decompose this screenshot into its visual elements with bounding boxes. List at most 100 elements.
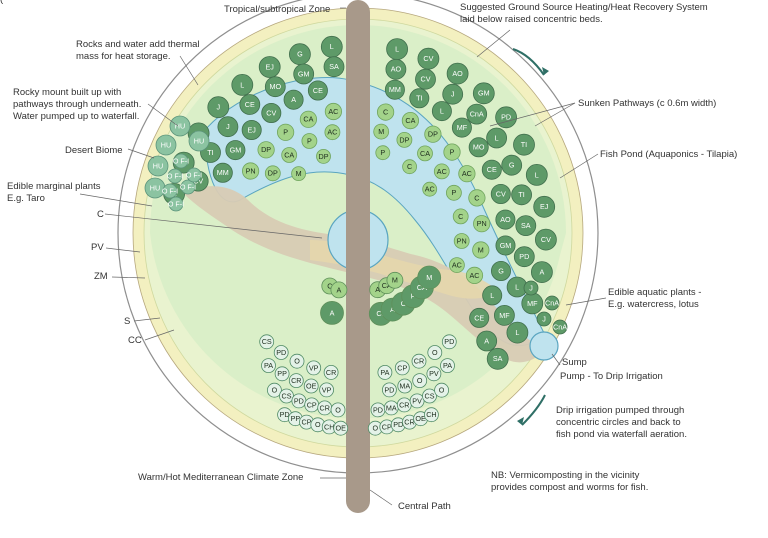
plant-code: O F-I [168,199,184,208]
mediterranean-plant: MA [383,400,399,416]
plant-circle [301,133,318,149]
plant-circle [397,378,413,394]
tropical-plant-outer: J [217,116,239,138]
tropical-plant-outer: EJ [241,120,262,141]
tropical-plant-inner: M [373,123,390,140]
mediterranean-plant: O [310,417,326,433]
plant-code: CP [302,418,312,427]
tropical-plant-inner: P [445,184,462,201]
tropical-plant-inner: DP [316,148,331,164]
plant-code: A [337,285,342,294]
plant-circle [261,358,276,374]
bottom-right-arrowhead-icon [517,417,524,425]
plant-code: O F-I [180,182,196,191]
plant-code: MO [473,143,485,152]
plant-code: CP [382,422,392,431]
tropical-plant-outer: SA [323,56,345,78]
plant-circle [422,388,437,404]
plant-code: O [417,376,423,385]
tropical-plant-inner: M [291,166,307,182]
desert-plant: HU [169,115,191,137]
plants-layer: GPDTIJLEJGLLCVAOGMPDTILEJCVAMFLSACVTIJCE… [144,35,568,436]
leader-edible-aquatic [565,297,607,306]
plant-code: PA [264,361,273,370]
tropical-plant-outer: EJ [258,56,281,78]
leader-cc [144,329,175,341]
plant-code: EJ [540,202,549,211]
plant-code: PD [294,396,304,405]
plant-circle [422,181,438,197]
tropical-zone-label: Tropical/subtropical Zone [224,4,330,15]
plant-circle [533,195,556,218]
plant-code: OE [336,424,347,433]
tropical-plant-outer: GM [472,82,495,105]
plant-circle [417,47,440,70]
tropical-plant-outer: L [506,321,529,344]
plant-code: VP [322,385,332,394]
plant-code: CV [266,108,276,117]
edge-plant: J [523,280,539,296]
rocks-water-label-line2: mass for heat storage. [76,51,171,62]
plant-circle [513,246,535,268]
plant-code: CR [404,418,414,427]
plant-code: M [478,245,484,254]
plant-code: C [401,299,406,308]
leader-edible-marginal [79,193,153,207]
rocky-mount-label-line1: Rocky mount built up with [13,87,121,98]
plant-code: J [217,103,221,112]
tropical-plant-outer: MM [212,162,233,183]
plant-code: A [375,285,380,294]
plant-code: CP [307,400,317,409]
plant-circle [472,82,495,105]
plant-circle [385,58,407,80]
tropical-plant-inner: P [375,145,391,161]
plant-circle [180,179,196,195]
plant-circle [264,165,281,182]
mediterranean-plant: CR [411,353,427,369]
plant-code: CS [425,391,435,400]
tropical-plant-inner: AC [465,266,484,284]
plant-circle [259,334,275,350]
plant-circle [448,257,465,274]
tropical-plant-outer: CV [490,183,511,204]
mediterranean-plant: PA [377,364,393,380]
plant-circle [212,162,233,183]
plant-circle [468,137,489,158]
plant-code: G [297,50,303,59]
central-path-strip [346,0,370,513]
plant-circle [333,420,349,436]
mediterranean-plant: O [367,420,383,436]
desert-plant: O F-I [167,168,183,184]
plant-circle [465,266,484,284]
plant-circle [476,330,498,352]
plant-code: C [474,193,479,202]
sump-label: Sump [562,357,587,368]
plant-code: AC [425,185,435,194]
plant-circle [443,143,461,161]
tropical-plant-inner: DP [264,165,281,182]
plant-circle [402,159,418,175]
plant-code: OE [415,414,426,423]
tropical-plant-outer: CV [261,103,282,124]
plant-circle [258,56,281,78]
tropical-plant-outer: MM [384,79,405,100]
plant-code: CE [245,100,255,109]
tropical-plant-outer: J [207,96,230,119]
plant-code: PP [277,369,287,378]
plant-code: CE [474,313,484,322]
plant-code: A [390,305,395,314]
plant-circle [168,196,184,212]
tropical-plant-outer: A [531,261,553,284]
plant-code: PA [443,361,452,370]
plant-circle [375,145,391,161]
plant-circle [552,319,568,335]
desert-plant: HU [188,130,210,152]
plant-code: PP [291,414,301,423]
leader-lines [79,7,607,506]
plant-circle [427,345,443,360]
plant-code: PD [501,113,511,122]
mediterranean-plant: PD [381,382,397,398]
plant-circle [434,382,450,398]
mediterranean-plant: O [289,353,305,369]
mediterranean-plant: CR [288,373,304,389]
